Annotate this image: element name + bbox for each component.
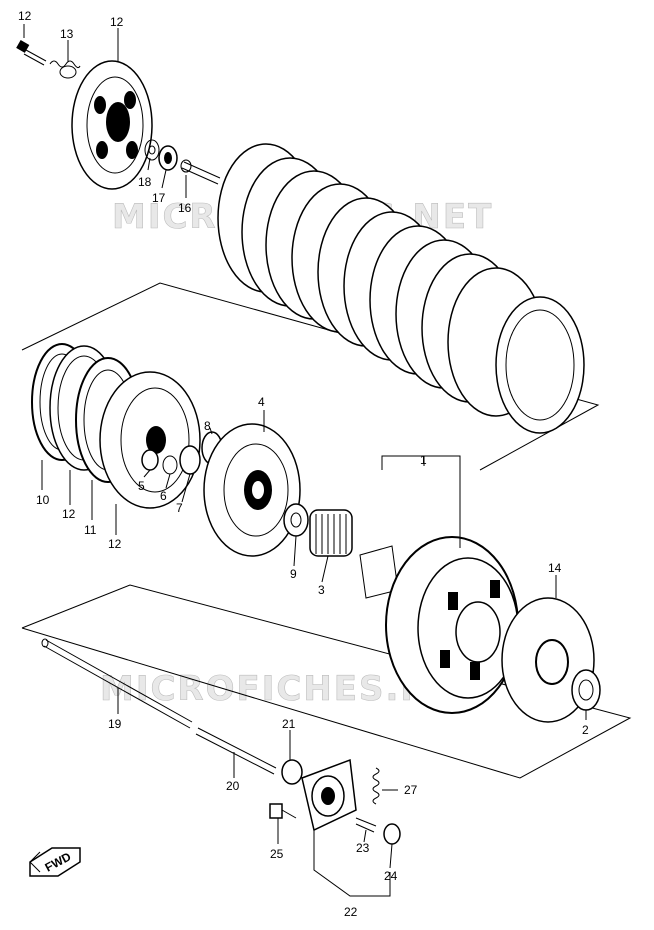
callout-14: 13 [60,27,74,41]
clutch-plates-stack [217,143,585,434]
callout-24: 23 [356,841,370,855]
spring-14 [49,60,81,79]
callout-10: 10 [36,493,50,507]
callout-1: 1 [420,453,427,467]
callout-3: 3 [318,583,325,597]
release-arm-23 [301,758,357,832]
callout-12a: 12 [62,507,76,521]
callout-9: 9 [290,567,297,581]
callout-5: 5 [138,479,145,493]
callout-12b: 12 [108,537,122,551]
leader-lines [23,24,587,897]
washer-19 [144,139,160,161]
callout-6: 6 [160,489,167,503]
callout-labels: 12 13 12 18 17 16 1 4 8 5 6 7 10 12 11 1… [18,9,589,919]
seal-22 [281,759,303,785]
callout-20: 19 [108,717,122,731]
gear-16 [501,597,595,723]
washer-2 [571,669,601,711]
callout-26: 25 [270,847,284,861]
nut-25 [383,823,401,845]
callout-21: 20 [226,779,240,793]
callout-17: 16 [178,201,192,215]
callout-4: 4 [258,395,265,409]
clutch-hub-4 [203,423,301,557]
plates-left-group [31,343,201,509]
needle-bearing-3 [309,509,353,557]
push-rod-21 [195,727,277,775]
callout-11: 11 [84,523,97,537]
spring-27 [372,767,380,805]
callout-13: 12 [110,15,124,29]
push-rod-20 [41,638,193,729]
callout-23: 22 [344,905,358,919]
washers-5-6 [141,449,178,475]
group-outline-lower [21,584,632,779]
washer-9 [283,503,309,537]
push-rod-17 [180,159,221,185]
callout-16: 14 [548,561,562,575]
parts-7-8 [179,431,223,475]
pressure-plate-13 [71,60,153,190]
callout-18: 17 [152,191,166,205]
callout-19: 18 [138,175,152,189]
callout-8: 8 [204,419,211,433]
callout-15: 12 [18,9,32,23]
screw-24 [355,817,377,833]
bolt-15 [16,40,47,66]
bearing-18 [158,145,178,171]
callout-25: 24 [384,869,398,883]
bolt-26 [269,803,297,819]
callout-22: 21 [282,717,296,731]
forward-arrow-icon: FWD [29,847,81,877]
callout-7: 7 [176,501,183,515]
callout-27: 27 [404,783,418,797]
callout-2: 2 [582,723,589,737]
